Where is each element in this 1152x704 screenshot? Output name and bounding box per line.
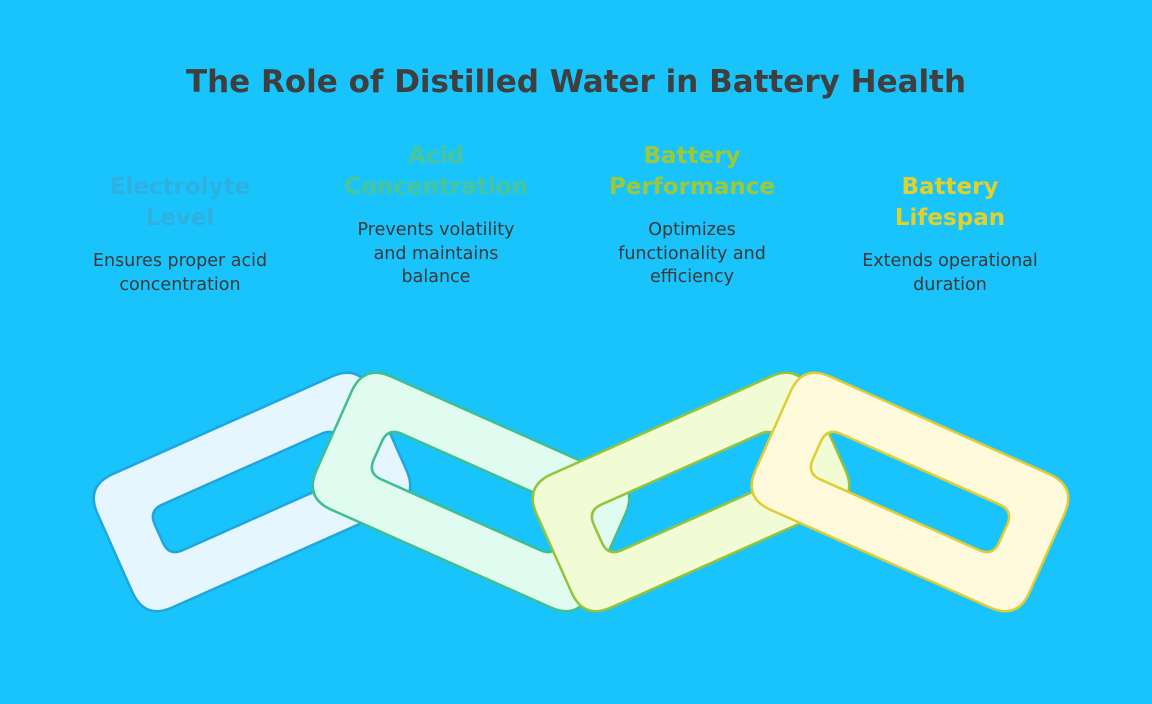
chain-graphic bbox=[92, 371, 1070, 613]
stage-title-line: Performance bbox=[608, 174, 776, 200]
stage-description-line: Prevents volatility bbox=[357, 220, 515, 240]
stage-description-line: efficiency bbox=[649, 267, 734, 287]
stage-description: Extends operational duration bbox=[810, 250, 1090, 297]
stage-description-line: balance bbox=[401, 267, 471, 287]
stage-description: Prevents volatility and maintains balanc… bbox=[296, 219, 576, 290]
stage-battery-performance: Battery Performance Optimizes functional… bbox=[552, 141, 832, 290]
stage-title-line: Battery bbox=[901, 174, 999, 200]
stage-description: Ensures proper acid concentration bbox=[40, 250, 320, 297]
stage-description-line: Ensures proper acid bbox=[92, 251, 268, 271]
stage-title-line: Acid bbox=[408, 143, 464, 169]
stage-title-line: Lifespan bbox=[894, 205, 1006, 231]
stage-description: Optimizes functionality and efficiency bbox=[552, 219, 832, 290]
stage-title-line: Battery bbox=[643, 143, 741, 169]
stage-electrolyte-level: Electrolyte Level Ensures proper acid co… bbox=[40, 172, 320, 297]
chain-link-battery-lifespan bbox=[750, 371, 1070, 613]
stage-title-line: Concentration bbox=[344, 174, 528, 200]
stage-title: Acid Concentration bbox=[296, 141, 576, 203]
stage-description-line: concentration bbox=[119, 274, 241, 295]
stage-title-line: Electrolyte bbox=[109, 174, 251, 200]
stage-description-line: and maintains bbox=[373, 243, 499, 264]
stage-battery-lifespan: Battery Lifespan Extends operational dur… bbox=[810, 172, 1090, 297]
stage-title: Battery Performance bbox=[552, 141, 832, 203]
stage-title-line: Level bbox=[145, 205, 215, 231]
stage-description-line: duration bbox=[913, 274, 987, 295]
stage-description-line: Optimizes bbox=[648, 220, 736, 240]
page-title: The Role of Distilled Water in Battery H… bbox=[185, 64, 967, 100]
stage-acid-concentration: Acid Concentration Prevents volatility a… bbox=[296, 141, 576, 290]
stage-description-line: functionality and bbox=[618, 243, 766, 264]
stage-description-line: Extends operational bbox=[862, 251, 1038, 271]
stage-title: Electrolyte Level bbox=[40, 172, 320, 234]
stage-title: Battery Lifespan bbox=[810, 172, 1090, 234]
